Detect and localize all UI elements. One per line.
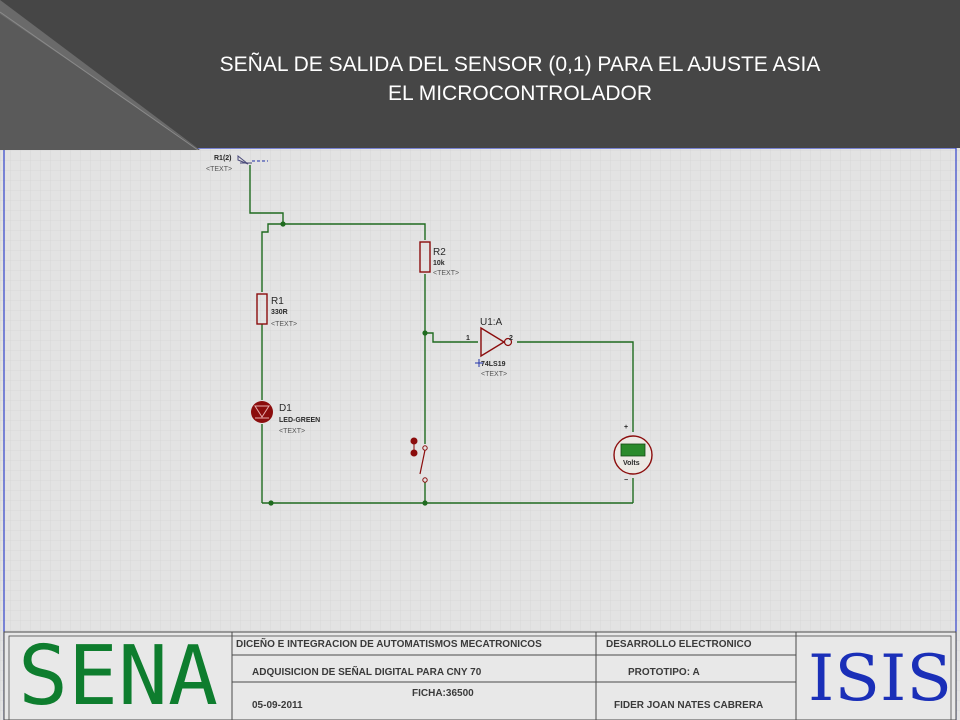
r2-ref: R2 xyxy=(433,247,446,258)
u1-marker-icon xyxy=(475,359,483,367)
voltmeter-minus: − xyxy=(624,477,628,484)
junctions xyxy=(268,221,428,506)
inverter-u1a[interactable]: U1:A 1 2 74LS19 <TEXT> xyxy=(466,317,513,378)
led-d1[interactable]: D1 LED-GREEN <TEXT> xyxy=(251,401,320,435)
tb-prototype: PROTOTIPO: A xyxy=(628,667,700,678)
u1-pin2: 2 xyxy=(509,335,513,342)
voltmeter-display xyxy=(620,443,646,457)
resistor-r2[interactable]: R2 10k <TEXT> xyxy=(419,241,459,277)
tb-ficha: FICHA:36500 xyxy=(412,688,474,699)
tb-author: FIDER JOAN NATES CABRERA xyxy=(614,700,763,711)
schematic-canvas: R1(2) <TEXT> R2 10k <TEXT> R1 330R <TEXT… xyxy=(0,148,960,720)
u1-text: <TEXT> xyxy=(481,371,507,378)
tb-area: DESARROLLO ELECTRONICO xyxy=(606,639,752,650)
sena-logo: SENA xyxy=(18,629,218,720)
sheet-background xyxy=(0,148,960,720)
resistor-r1[interactable]: R1 330R <TEXT> xyxy=(256,293,297,328)
r1-text: <TEXT> xyxy=(271,321,297,328)
tb-project: DICEÑO E INTEGRACION DE AUTOMATISMOS MEC… xyxy=(236,637,542,650)
r2-text: <TEXT> xyxy=(433,270,459,277)
voltmeter-plus: + xyxy=(624,424,628,431)
r2-value: 10k xyxy=(433,260,445,267)
terminal-text: <TEXT> xyxy=(206,166,232,173)
u1-part: 74LS19 xyxy=(481,361,506,368)
isis-logo: ISIS xyxy=(808,642,952,716)
terminal-r1-2[interactable]: R1(2) <TEXT> xyxy=(206,154,268,173)
terminal-label: R1(2) xyxy=(214,155,232,162)
voltmeter-unit: Volts xyxy=(623,460,640,467)
r1-ref: R1 xyxy=(271,296,284,307)
u1-ref: U1:A xyxy=(480,317,503,328)
switch[interactable] xyxy=(410,437,428,483)
u1-pin1: 1 xyxy=(466,335,470,342)
r1-value: 330R xyxy=(271,309,288,316)
wires xyxy=(249,165,634,504)
d1-ref: D1 xyxy=(279,403,292,414)
slide-title-line-1: SEÑAL DE SALIDA DEL SENSOR (0,1) PARA EL… xyxy=(219,53,821,76)
page-fold-corner xyxy=(0,0,200,150)
slide-title: SEÑAL DE SALIDA DEL SENSOR (0,1) PARA EL… xyxy=(150,50,890,108)
tb-subject: ADQUISICION DE SEÑAL DIGITAL PARA CNY 70 xyxy=(252,665,482,678)
sheet-border xyxy=(3,148,957,720)
d1-value: LED-GREEN xyxy=(279,417,320,424)
slide-title-line-2: EL MICROCONTROLADOR xyxy=(387,82,653,105)
d1-text: <TEXT> xyxy=(279,428,305,435)
title-block: SENA ISIS DICEÑO E INTEGRACION DE AUTOMA… xyxy=(3,629,957,720)
voltmeter[interactable]: Volts + − xyxy=(613,424,653,484)
tb-date: 05-09-2011 xyxy=(252,700,303,711)
